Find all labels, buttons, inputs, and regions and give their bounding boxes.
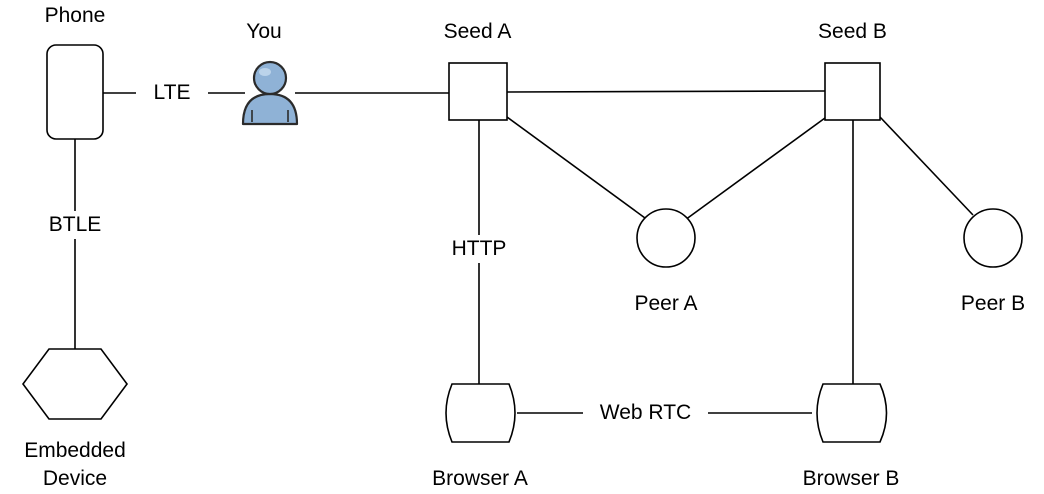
peer-a-node — [636, 208, 696, 268]
peer-b-label: Peer B — [960, 292, 1026, 315]
embedded-device-node — [22, 348, 128, 420]
edge-seed-a-peer-a — [506, 116, 646, 219]
btle-edge-label: BTLE — [30, 211, 120, 239]
edge-seed-a-seed-b — [506, 90, 826, 93]
seed-a-label: Seed A — [443, 20, 512, 43]
edge-seed-b-peer-b — [879, 116, 974, 216]
browser-a-label: Browser A — [432, 467, 528, 490]
embedded-device-label-line1: Embedded — [24, 439, 126, 462]
seed-a-node — [448, 62, 508, 121]
you-label: You — [246, 20, 282, 43]
lte-edge-label: LTE — [136, 79, 208, 107]
browser-a-node — [445, 383, 516, 443]
browser-b-label: Browser B — [802, 467, 900, 490]
seed-b-node — [824, 62, 881, 121]
edge-peer-a-seed-b — [684, 117, 826, 221]
webrtc-edge-label: Web RTC — [583, 399, 708, 427]
http-edge-label: HTTP — [435, 235, 523, 263]
phone-label: Phone — [44, 4, 106, 27]
peer-a-label: Peer A — [634, 292, 698, 315]
embedded-device-label-line2: Device — [42, 467, 108, 490]
peer-b-node — [963, 208, 1023, 268]
seed-b-label: Seed B — [818, 20, 887, 43]
phone-node — [46, 44, 104, 140]
person-icon — [241, 60, 299, 126]
browser-b-node — [816, 383, 888, 443]
